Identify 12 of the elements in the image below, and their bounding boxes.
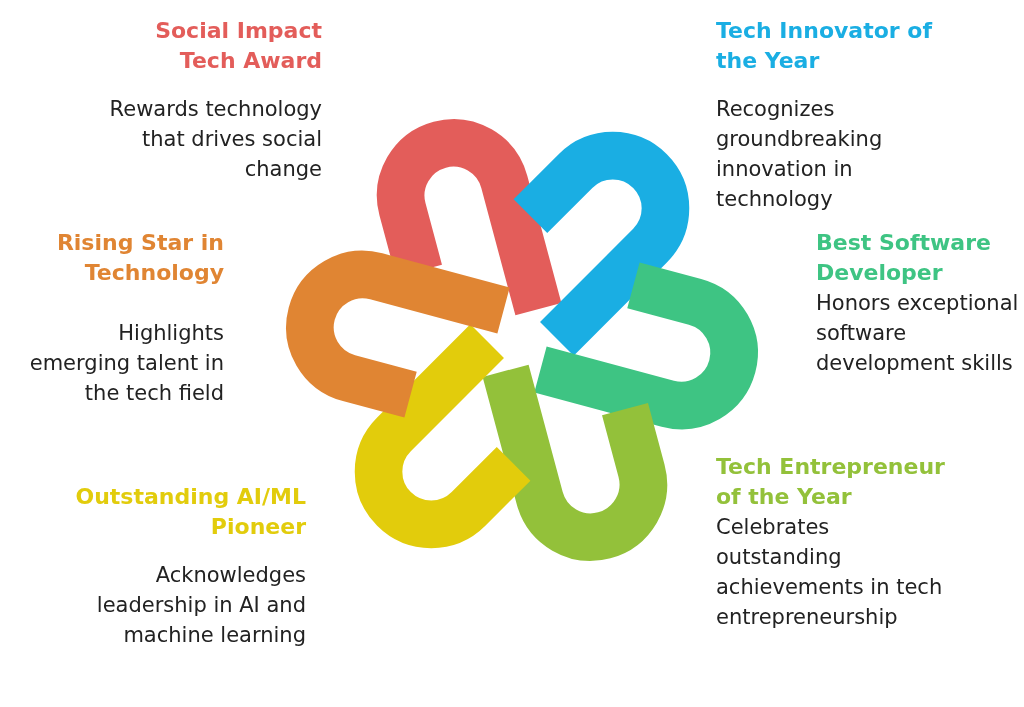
award-description: Rewards technology that drives social change (108, 96, 322, 183)
award-title: Best Software Developer (816, 229, 992, 287)
award-title: Social Impact Tech Award (154, 17, 322, 75)
award-description: Highlights emerging talent in the tech field (28, 320, 224, 407)
award-description: Honors exceptional software development skills (816, 290, 1020, 377)
award-title: Tech Innovator of the Year (716, 17, 934, 75)
award-title: Outstanding AI/ML Pioneer (74, 483, 306, 541)
award-title: Tech Entrepreneur of the Year (716, 453, 946, 511)
award-description: Celebrates outstanding achievements in tech entrepreneurship (716, 514, 944, 631)
award-description: Acknowledges leadership in AI and machine learning (95, 562, 306, 649)
award-description: Recognizes groundbreaking innovation in technology (716, 96, 884, 213)
award-title: Rising Star in Technology (55, 229, 224, 287)
